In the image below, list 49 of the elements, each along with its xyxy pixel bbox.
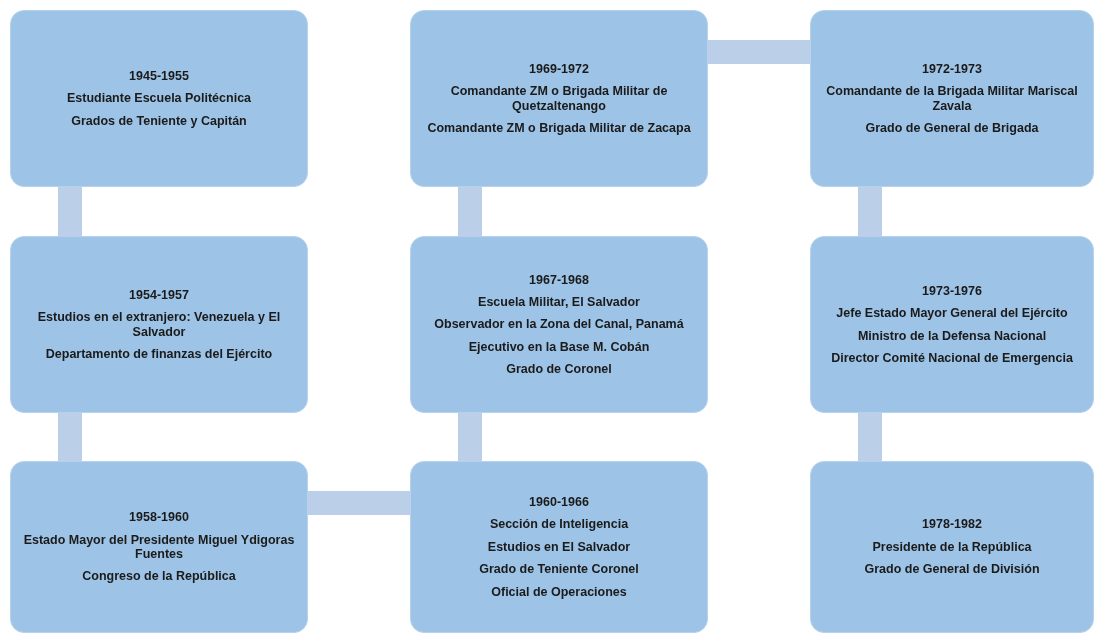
career-entry: Jefe Estado Mayor General del Ejército (836, 306, 1068, 321)
career-entry: Grado de General de División (864, 562, 1040, 577)
connector-bar (458, 413, 482, 461)
connector-bar (858, 413, 882, 461)
year-range: 1967-1968 (529, 272, 589, 287)
career-entry: Estudios en el extranjero: Venezuela y El Salvador (36, 310, 282, 339)
connector-bar (708, 40, 810, 64)
career-entry: Director Comité Nacional de Emergencia (831, 350, 1073, 366)
timeline-box (410, 236, 708, 413)
connector-bar (858, 187, 882, 236)
year-range: 1960-1966 (529, 495, 589, 510)
career-entry: Escuela Militar, El Salvador (478, 294, 640, 310)
career-entry: Comandante ZM o Brigada Militar de Quetzaltenango (449, 84, 669, 113)
year-range: 1978-1982 (922, 517, 982, 532)
career-entry: Oficial de Operaciones (491, 584, 627, 599)
timeline-box (410, 461, 708, 633)
career-entry: Presidente de la República (872, 539, 1032, 555)
year-range: 1969-1972 (529, 61, 589, 77)
career-entry: Ministro de la Defensa Nacional (857, 328, 1047, 343)
career-entry: Estudios en El Salvador (487, 539, 631, 555)
career-entry: Ejecutivo en la Base M. Cobán (468, 339, 650, 355)
career-entry: Grado de General de Brigada (865, 120, 1039, 136)
career-entry: Sección de Inteligencia (489, 517, 629, 532)
connector-bar (58, 413, 82, 461)
career-entry: Comandante ZM o Brigada Militar de Zacapa (427, 120, 691, 136)
career-entry: Estudiante Escuela Politécnica (66, 91, 252, 106)
timeline-box (10, 10, 308, 187)
career-entry: Grados de Teniente y Capitán (71, 113, 247, 129)
year-range: 1958-1960 (129, 510, 189, 525)
career-entry: Observador en la Zona del Canal, Panamá (434, 317, 684, 332)
career-entry: Congreso de la República (82, 569, 236, 584)
career-entry: Grado de Coronel (506, 362, 612, 377)
year-range: 1954-1957 (129, 287, 189, 303)
connector-bar (308, 491, 410, 515)
connector-bar (58, 187, 82, 236)
career-entry: Departamento de finanzas del Ejército (45, 346, 273, 362)
timeline-box (810, 461, 1094, 633)
timeline-box (10, 461, 308, 633)
timeline-box (410, 10, 708, 187)
career-entry: Estado Mayor del Presidente Miguel Ydigoras Fuentes (23, 532, 295, 562)
timeline-box (810, 236, 1094, 413)
connector-bar (458, 187, 482, 236)
career-entry: Grado de Teniente Coronel (479, 562, 639, 577)
year-range: 1972-1973 (922, 61, 982, 77)
timeline-box (810, 10, 1094, 187)
year-range: 1945-1955 (129, 68, 189, 84)
career-entry: Comandante de la Brigada Militar Mariscal Zavala (825, 84, 1079, 113)
timeline-box (10, 236, 308, 413)
year-range: 1973-1976 (922, 283, 982, 299)
